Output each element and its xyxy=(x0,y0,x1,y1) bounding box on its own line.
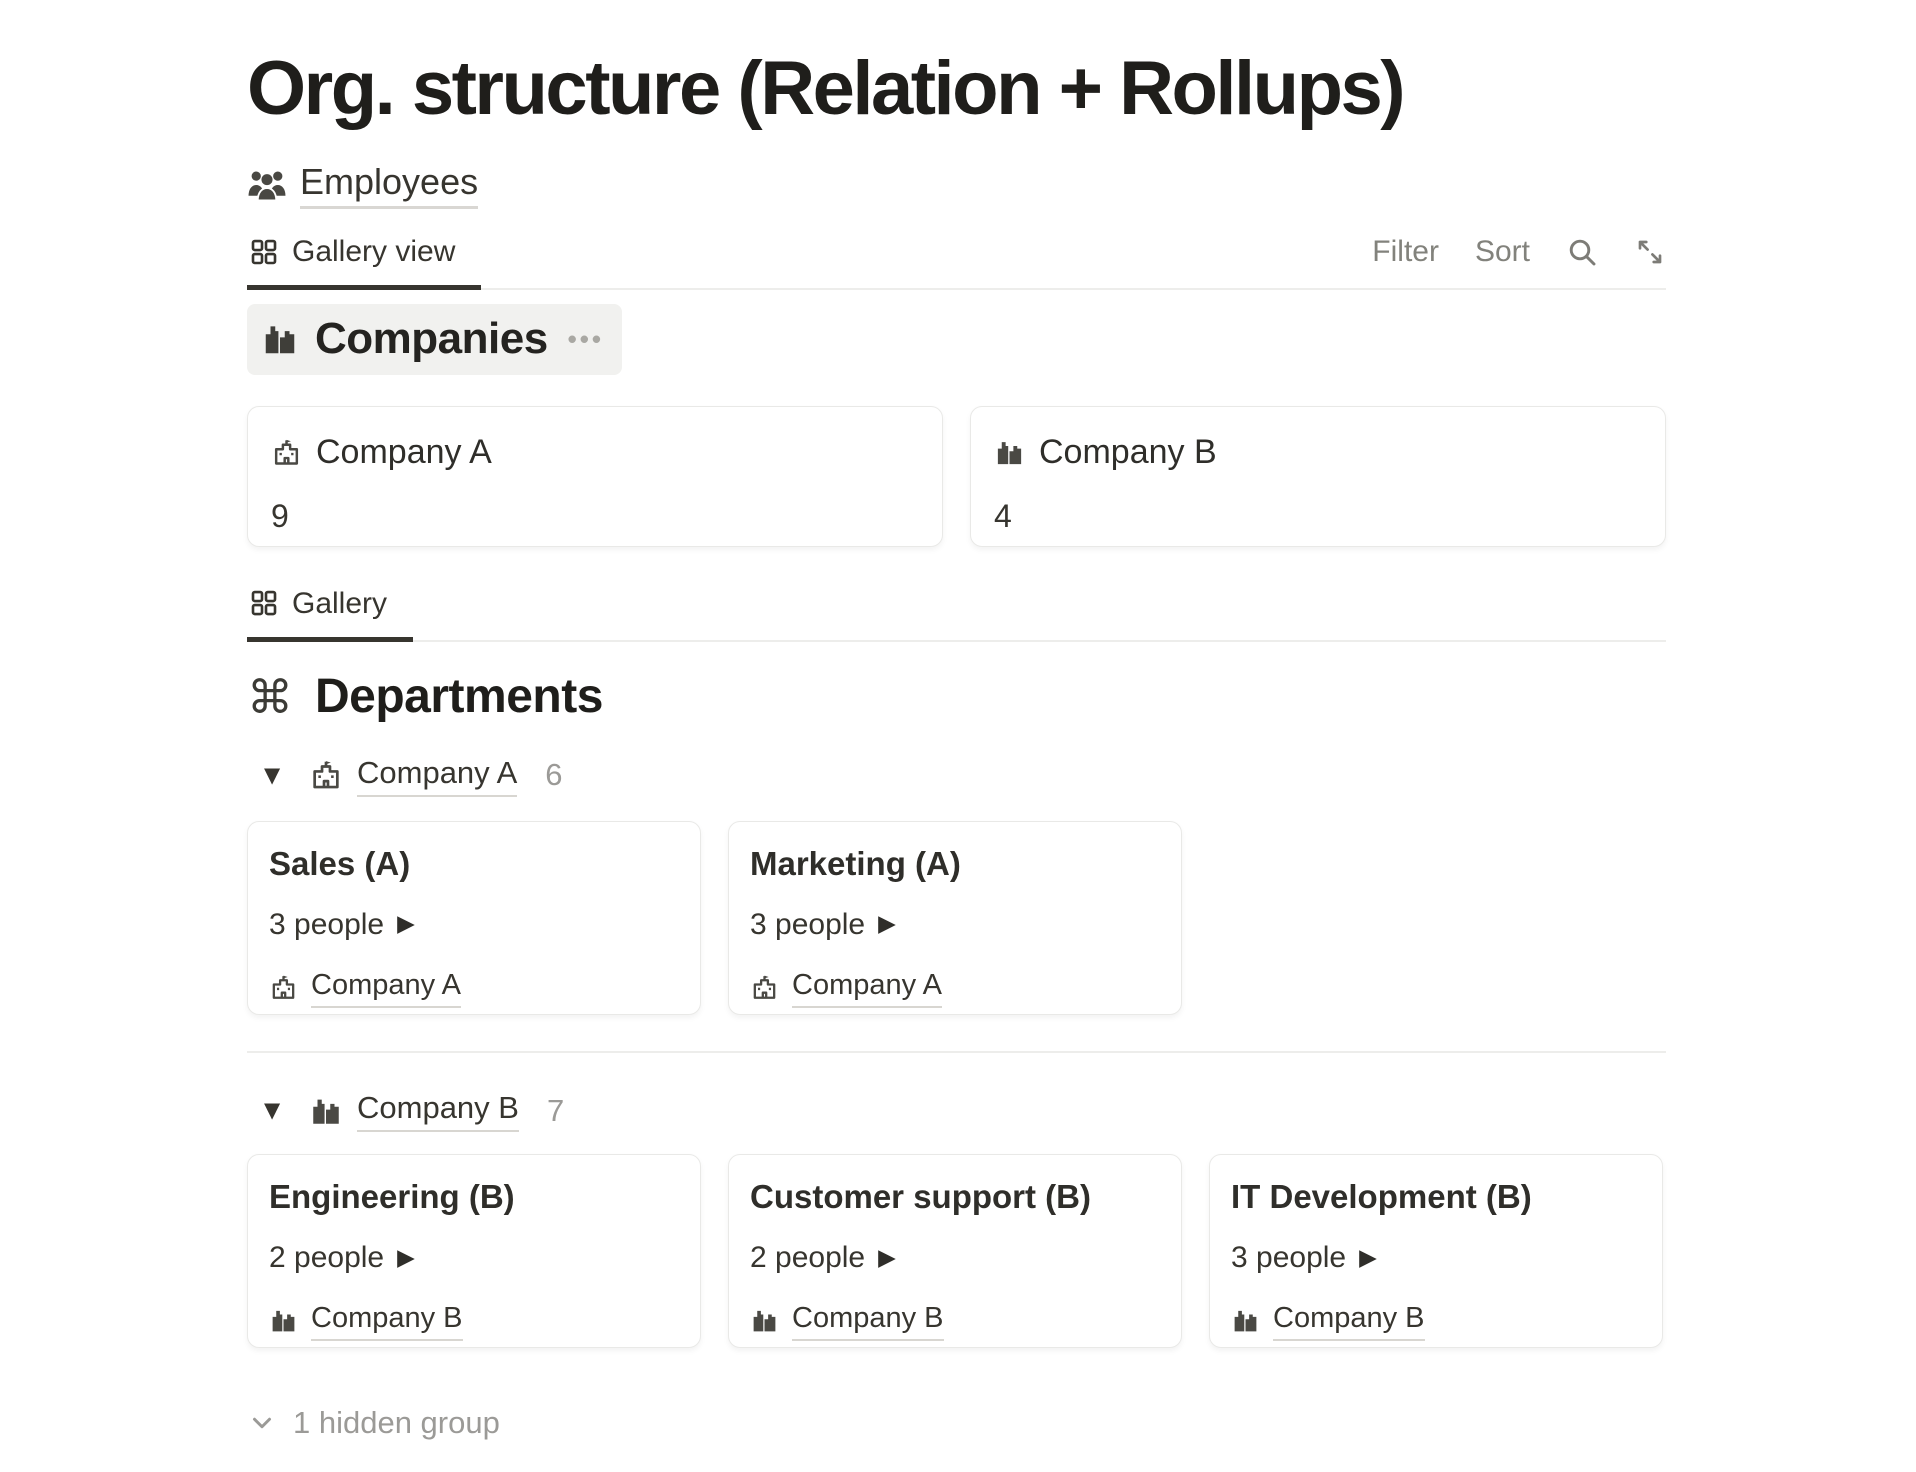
tab-gallery[interactable]: Gallery xyxy=(247,585,414,643)
departments-heading-text: Departments xyxy=(315,670,603,724)
employees-view-tabbar: Gallery view Filter Sort xyxy=(247,233,1666,291)
department-card-title: Sales (A) xyxy=(269,844,411,882)
company-card-title: Company A xyxy=(316,432,492,471)
command-icon: ⌘ xyxy=(247,669,293,724)
company-relation-link[interactable]: Company A xyxy=(792,968,942,1008)
companies-group-header[interactable]: Companies ••• xyxy=(247,304,622,375)
department-card-title: Engineering (B) xyxy=(269,1178,515,1216)
more-options-button[interactable]: ••• xyxy=(567,323,604,354)
sales-a-card[interactable]: Sales (A) 3 people ▶ Company A xyxy=(247,820,701,1015)
chevron-down-icon xyxy=(247,1408,277,1438)
tab-gallery-view[interactable]: Gallery view xyxy=(247,233,482,291)
company-a-card[interactable]: Company A 9 xyxy=(247,405,943,547)
grid-icon xyxy=(249,237,279,267)
department-card-title: Marketing (A) xyxy=(750,844,961,882)
search-icon[interactable] xyxy=(1566,236,1598,268)
department-card-title: Customer support (B) xyxy=(750,1178,1091,1216)
school-building-icon xyxy=(750,973,779,1002)
office-building-icon xyxy=(269,1306,298,1335)
tab-gallery-label: Gallery xyxy=(292,586,388,620)
company-card-title: Company B xyxy=(1039,432,1217,471)
customer-support-b-card[interactable]: Customer support (B) 2 people ▶ Company … xyxy=(728,1154,1182,1349)
office-building-icon xyxy=(309,1094,343,1128)
company-b-departments-row: Engineering (B) 2 people ▶ Company B Cus… xyxy=(247,1154,1666,1349)
page-content: Org. structure (Relation + Rollups) Empl… xyxy=(247,0,1666,1441)
department-card-title: IT Development (B) xyxy=(1231,1178,1532,1216)
school-building-icon xyxy=(269,973,298,1002)
company-rollup-value: 4 xyxy=(994,498,1012,535)
grid-icon xyxy=(249,588,279,618)
expand-people-arrow-icon[interactable]: ▶ xyxy=(1359,1244,1377,1271)
expand-people-arrow-icon[interactable]: ▶ xyxy=(878,1244,896,1271)
filter-button[interactable]: Filter xyxy=(1372,235,1439,269)
people-count: 3 people xyxy=(269,908,385,942)
company-b-card[interactable]: Company B 4 xyxy=(970,405,1666,547)
group-divider xyxy=(247,1050,1666,1053)
page-title: Org. structure (Relation + Rollups) xyxy=(247,46,1406,131)
employees-database-label[interactable]: Employees xyxy=(300,161,479,209)
departments-view-tabbar: Gallery xyxy=(247,585,1666,643)
employees-database-link[interactable]: Employees xyxy=(247,161,1666,209)
group-count: 6 xyxy=(545,757,563,793)
view-toolbar: Filter Sort xyxy=(1372,234,1666,288)
people-group-icon xyxy=(247,168,287,202)
expand-people-arrow-icon[interactable]: ▶ xyxy=(878,911,896,938)
engineering-b-card[interactable]: Engineering (B) 2 people ▶ Company B xyxy=(247,1154,701,1349)
group-header-company-a: ▼ Company A 6 xyxy=(247,754,1666,797)
companies-cards-row: Company A 9 Company B 4 xyxy=(247,405,1666,547)
company-relation-link[interactable]: Company B xyxy=(1273,1301,1425,1341)
company-relation-link[interactable]: Company B xyxy=(792,1301,944,1341)
people-count: 2 people xyxy=(750,1241,866,1275)
people-count: 2 people xyxy=(269,1241,385,1275)
companies-group-label: Companies xyxy=(315,314,548,364)
collapse-toggle-icon[interactable]: ▼ xyxy=(264,762,281,787)
hidden-group-toggle[interactable]: 1 hidden group xyxy=(247,1404,1666,1441)
office-building-icon xyxy=(1231,1306,1260,1335)
group-header-company-b: ▼ Company B 7 xyxy=(247,1089,1666,1133)
departments-heading: ⌘ Departments xyxy=(247,668,1666,726)
it-development-b-card[interactable]: IT Development (B) 3 people ▶ Company B xyxy=(1209,1154,1663,1349)
sort-button[interactable]: Sort xyxy=(1474,235,1530,269)
marketing-a-card[interactable]: Marketing (A) 3 people ▶ Company A xyxy=(728,820,1182,1015)
company-a-departments-row: Sales (A) 3 people ▶ Company A Marketing… xyxy=(247,820,1666,1015)
people-count: 3 people xyxy=(750,908,866,942)
company-rollup-value: 9 xyxy=(271,498,289,535)
company-relation-link[interactable]: Company B xyxy=(311,1301,463,1341)
expand-people-arrow-icon[interactable]: ▶ xyxy=(397,911,415,938)
office-building-icon xyxy=(261,320,299,358)
company-relation-link[interactable]: Company A xyxy=(311,968,461,1008)
group-company-b-link[interactable]: Company B xyxy=(357,1089,519,1133)
collapse-toggle-icon[interactable]: ▼ xyxy=(264,1098,281,1123)
group-company-a-link[interactable]: Company A xyxy=(357,754,518,797)
people-count: 3 people xyxy=(1231,1241,1347,1275)
office-building-icon xyxy=(994,437,1025,468)
office-building-icon xyxy=(750,1306,779,1335)
group-count: 7 xyxy=(546,1092,565,1128)
expand-people-arrow-icon[interactable]: ▶ xyxy=(397,1244,415,1271)
expand-icon[interactable] xyxy=(1634,236,1666,268)
school-building-icon xyxy=(309,758,343,792)
tab-gallery-view-label: Gallery view xyxy=(292,234,456,268)
hidden-group-label: 1 hidden group xyxy=(293,1405,500,1441)
school-building-icon xyxy=(271,437,302,468)
